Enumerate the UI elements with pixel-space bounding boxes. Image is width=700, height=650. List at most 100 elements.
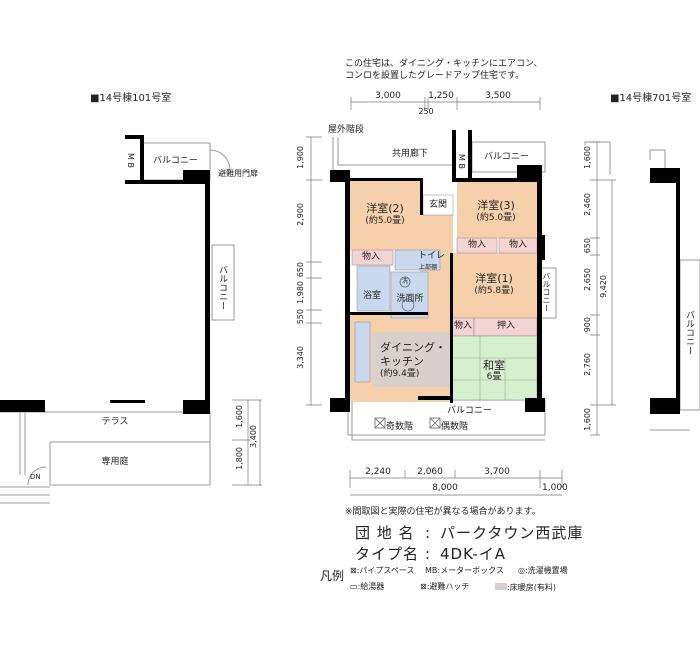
dim-bottom: 2,240 <box>365 467 391 477</box>
unit-701-side-balcony: バルコニー <box>684 310 694 355</box>
note-line-1: この住宅は、ダイニング・キッチンにエアコン、 <box>345 59 543 69</box>
room-western3-size: (約5.0畳) <box>476 213 516 223</box>
unit-101-escape-gate: 避難用門扉 <box>218 169 258 178</box>
legend-text: :給湯器 <box>357 582 385 591</box>
dim-left: 1,980 <box>296 281 305 304</box>
toilet-shelf-label: 上部棚 <box>419 264 438 271</box>
outline-lines <box>0 137 700 504</box>
type-value: 4DK-イA <box>440 545 507 563</box>
unit-101-mb: M B <box>126 153 135 168</box>
room-dk-name1: ダイニング・ <box>380 341 446 354</box>
dim-left: 3,340 <box>296 346 305 369</box>
room-western2-name: 洋室(2) <box>366 202 404 215</box>
room-western2-size: (約5.0畳) <box>365 216 405 226</box>
dim-top: 250 <box>418 107 434 116</box>
dim-bottom-total: 8,000 <box>432 483 458 493</box>
dim-right: 900 <box>583 317 592 333</box>
dim-right: 2,760 <box>583 353 592 376</box>
room-washitsu-name: 和室 <box>483 359 505 372</box>
room-western3-name: 洋室(3) <box>477 199 515 212</box>
room-western1: 洋室(1)(約5.8畳) <box>474 273 513 296</box>
bottom-balcony-label: バルコニー <box>447 406 492 416</box>
dim-right: 650 <box>583 238 592 254</box>
water-heater-icon: ▭ <box>350 582 358 591</box>
legend-title: 凡例 <box>320 569 345 583</box>
dim-bottom: 3,700 <box>484 467 510 477</box>
complex-label: 団 地 名 <box>355 524 415 542</box>
separator: : <box>425 545 432 563</box>
room-dk: ダイニング・キッチン(約9.4畳) <box>380 342 446 379</box>
closet-label: 物入 <box>508 240 528 250</box>
odd-floor-label: 奇数階 <box>386 422 414 432</box>
unit-101-terrace: テラス <box>101 417 129 427</box>
dimension-lines <box>232 97 616 496</box>
washroom-label: 洗面所 <box>396 294 424 304</box>
legend-text: :パイプスペース <box>356 566 415 575</box>
walls-main <box>330 130 680 414</box>
dim-bottom-extra: 1,000 <box>542 483 568 493</box>
room-washitsu-size: 6畳 <box>486 372 502 382</box>
main-mb: M B <box>457 154 466 169</box>
legend-floor-heating: :床暖房(有料) <box>495 583 556 592</box>
room-dk-name2: キッチン <box>380 355 424 368</box>
closet-label: 物入 <box>453 321 473 331</box>
walls-101 <box>0 135 210 414</box>
oshiire-label: 押入 <box>496 321 516 331</box>
unit-101-dn: DN <box>30 473 41 481</box>
room-dk-size: (約9.4畳) <box>380 369 420 379</box>
washer-icon: ◎ <box>518 566 525 575</box>
unit-101-balcony: バルコニー <box>153 156 198 166</box>
even-floor-label: 偶数階 <box>441 422 469 432</box>
room-western1-name: 洋室(1) <box>475 272 513 285</box>
room-western3: 洋室(3)(約5.0畳) <box>476 200 515 223</box>
dim-left: 1,900 <box>296 146 305 169</box>
legend-meter-box: MB:メーターボックス <box>425 566 504 575</box>
legend-water-heater: ▭:給湯器 <box>350 583 384 591</box>
note-line-2: コンロを設置したグレードアップ住宅です。 <box>345 71 525 81</box>
unit-101-title: ■14号棟101号室 <box>90 93 172 104</box>
dim-top: 3,000 <box>375 91 401 101</box>
dim-left: 2,900 <box>296 203 305 226</box>
washer-mark: 洗 <box>401 278 409 285</box>
dim-right-total: 9,420 <box>599 275 608 298</box>
pipe-space-icon: ⊠ <box>350 566 357 575</box>
room-western2: 洋室(2)(約5.0畳) <box>365 203 404 226</box>
unit-101-garden: 専用庭 <box>101 457 129 467</box>
closet-label: 物入 <box>467 240 487 250</box>
dim-101-1800: 1,800 <box>235 447 244 470</box>
rooms <box>348 180 538 402</box>
legend-escape-hatch: ⊠:避難ハッチ <box>420 583 469 591</box>
bath-label: 浴室 <box>362 291 382 301</box>
floor-heating-swatch <box>495 583 507 590</box>
side-balcony-label: バルコニー <box>542 272 551 312</box>
dim-left: 550 <box>296 309 305 325</box>
legend-pipe-space: ⊠:パイプスペース <box>350 567 414 575</box>
complex-value: パークタウン西武庫 <box>440 524 584 542</box>
dim-top: 1,250 <box>428 91 454 101</box>
closet-label: 物入 <box>361 252 381 262</box>
dim-101-3400: 3,400 <box>249 425 258 448</box>
dim-top: 3,500 <box>485 91 511 101</box>
legend-text: :床暖房(有料) <box>507 583 556 592</box>
dim-right: 1,600 <box>583 146 592 169</box>
dim-101-1600: 1,600 <box>235 405 244 428</box>
unit-701-title: ■14号棟701号室 <box>610 93 692 104</box>
room-western1-size: (約5.8畳) <box>474 286 514 296</box>
unit-101-side-balcony: バルコニー <box>217 265 227 310</box>
legend-text: :洗濯機置場 <box>524 566 568 575</box>
top-balcony-label: バルコニー <box>484 152 529 162</box>
hatch-marks <box>374 276 441 429</box>
dim-right: 2,650 <box>583 268 592 291</box>
dim-bottom: 2,060 <box>417 467 443 477</box>
type-label: タイプ名 <box>355 545 420 563</box>
dim-left: 650 <box>296 262 305 278</box>
legend-washer: ◎:洗濯機置場 <box>518 567 568 575</box>
escape-hatch-icon: ⊠ <box>420 582 427 591</box>
disclaimer: ※間取図と実際の住宅が異なる場合があります。 <box>345 507 541 517</box>
toilet-label: トイレ <box>418 251 446 261</box>
legend-text: :避難ハッチ <box>426 582 470 591</box>
outdoor-stairs-label: 屋外階段 <box>328 125 365 135</box>
